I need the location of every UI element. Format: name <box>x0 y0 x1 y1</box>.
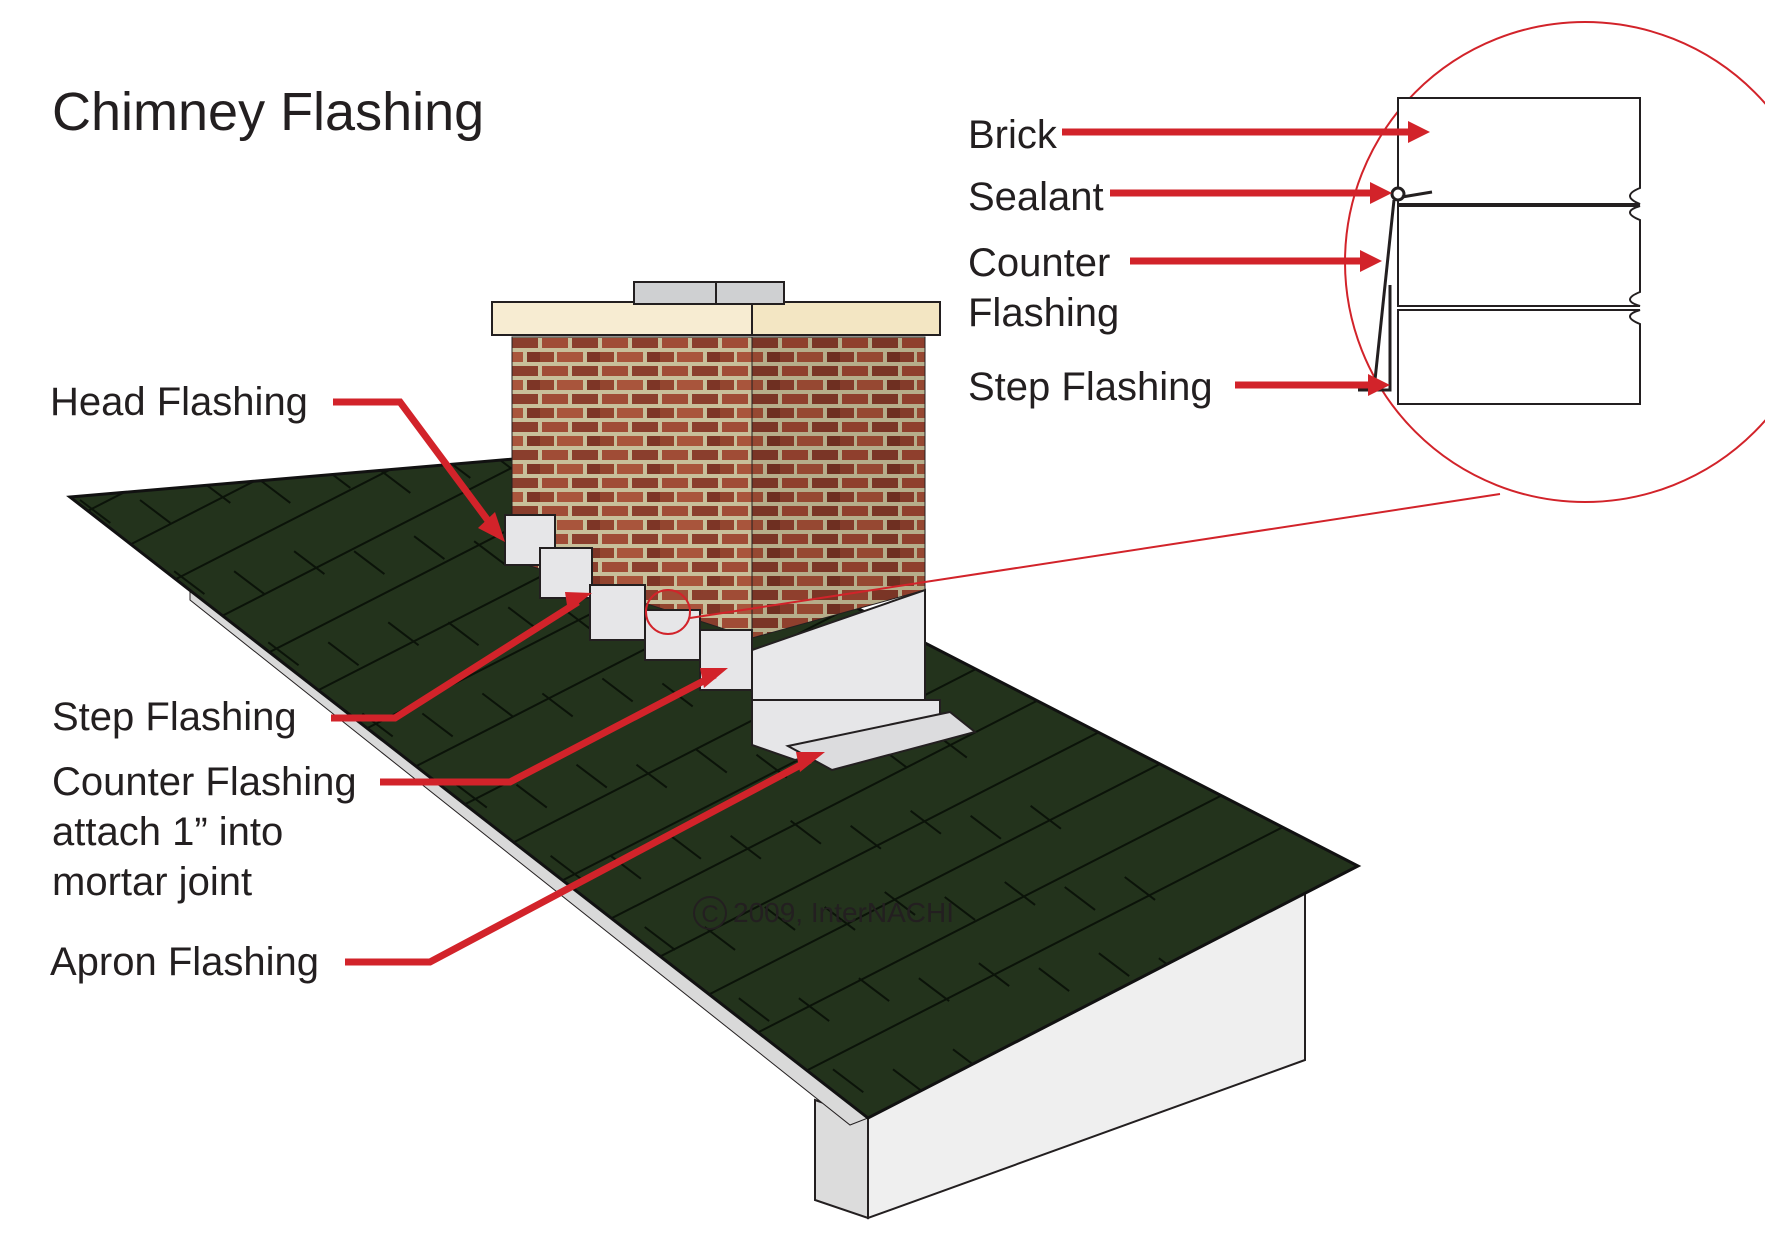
detail-label-step-flashing: Step Flashing <box>968 365 1213 409</box>
copyright-icon: C <box>693 896 727 930</box>
detail-bricks <box>1397 97 1641 405</box>
label-counter-flashing-note-1: attach 1” into <box>52 810 284 854</box>
label-counter-flashing-note-2: mortar joint <box>52 860 253 904</box>
copyright-notice: C 2009, InterNACHI <box>693 895 954 931</box>
copyright-text: 2009, InterNACHI <box>733 897 954 928</box>
detail-label-brick: Brick <box>968 113 1057 157</box>
detail-label-counter-flashing: Flashing <box>968 291 1120 335</box>
detail-label-sealant: Sealant <box>968 175 1104 219</box>
diagram-title: Chimney Flashing <box>52 82 485 142</box>
arrowheads <box>478 121 1430 772</box>
label-head-flashing: Head Flashing <box>50 380 308 424</box>
label-apron-flashing: Apron Flashing <box>50 940 320 984</box>
detail-label-counter: Counter <box>968 241 1111 285</box>
arrows-left <box>331 128 1410 966</box>
label-step-flashing: Step Flashing <box>52 695 297 739</box>
label-counter-flashing: Counter Flashing <box>52 760 357 804</box>
